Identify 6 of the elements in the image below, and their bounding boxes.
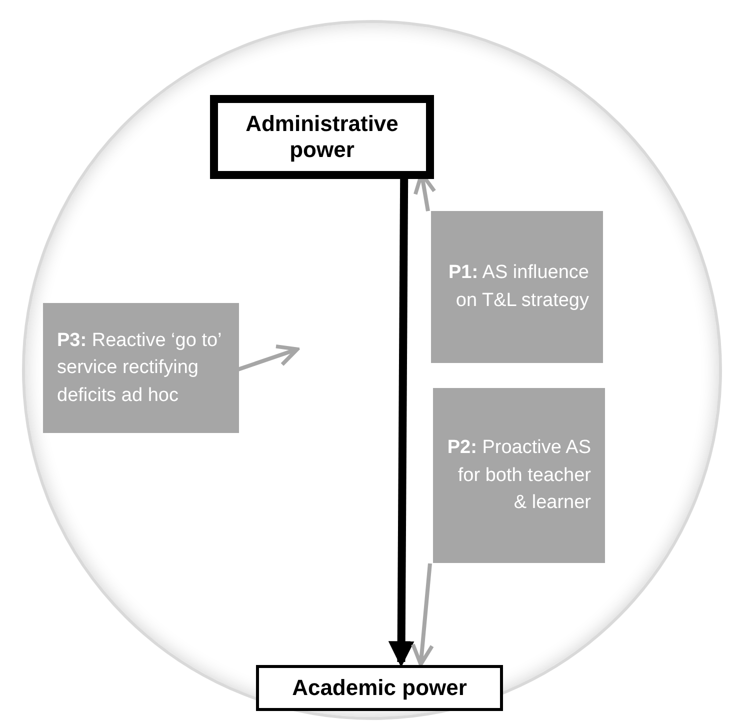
arrow [411,563,434,666]
power-box: Academic power [256,665,503,711]
text-box: P3: Reactive ‘go to’ service rectifying deficits ad hoc [43,303,239,433]
power-box: Administrative power [210,95,434,179]
text-box: P1: AS influence on T&L strategy [431,211,603,363]
text-box: P2: Proactive AS for both teacher & learner [433,388,605,563]
